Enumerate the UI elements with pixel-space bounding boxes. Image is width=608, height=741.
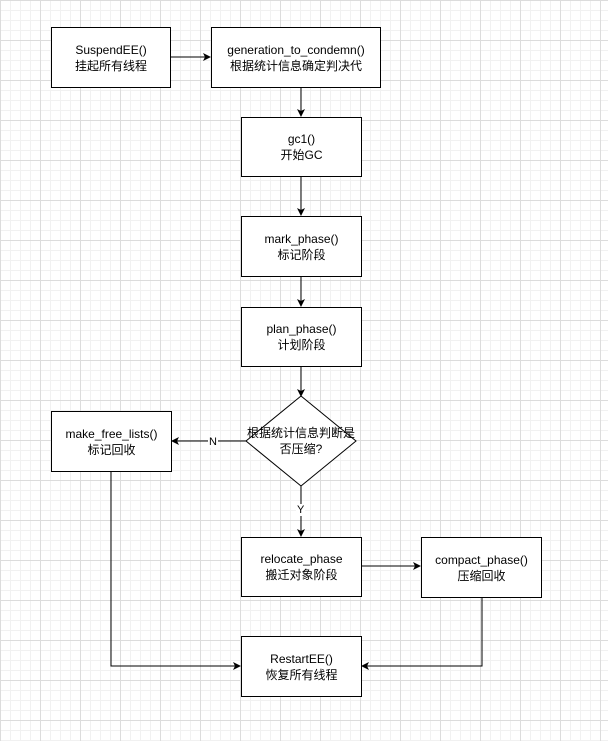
gc1-node: gc1() 开始GC: [241, 117, 362, 177]
plan-phase-description: 计划阶段: [277, 338, 326, 352]
decision-label: 根据统计信息判断是 否压缩?: [236, 420, 366, 462]
restart-ee-function: RestartEE(): [270, 651, 333, 666]
mark-phase-node: mark_phase() 标记阶段: [241, 216, 362, 277]
compact-phase-description: 压缩回收: [457, 568, 506, 583]
gc1-description: 开始GC: [280, 148, 323, 162]
edge-label-no: N: [208, 436, 218, 448]
restart-ee-description: 恢复所有线程: [265, 667, 338, 682]
compact-phase-node: compact_phase() 压缩回收: [421, 537, 542, 598]
plan-phase-function: plan_phase(): [266, 322, 337, 336]
restart-ee-node: RestartEE() 恢复所有线程: [241, 636, 362, 697]
decision-diamond: [245, 395, 357, 487]
suspend-ee-node: SuspendEE() 挂起所有线程: [51, 27, 171, 88]
edge-compact-to-restart: [361, 597, 483, 670]
gc1-function: gc1(): [287, 132, 316, 146]
make-free-lists-node: make_free_lists() 标记回收: [51, 411, 172, 472]
decision-question-line1: 根据统计信息判断是: [246, 426, 355, 440]
generation-to-condemn-function: generation_to_condemn(): [227, 42, 365, 57]
mark-phase-description: 标记阶段: [277, 247, 326, 262]
mark-phase-function: mark_phase(): [264, 231, 339, 246]
edge-freelists-to-restart: [110, 471, 241, 670]
make-free-lists-function: make_free_lists(): [65, 426, 158, 441]
suspend-ee-function: SuspendEE(): [75, 42, 147, 57]
edge-label-yes: Y: [296, 504, 306, 516]
generation-to-condemn-node: generation_to_condemn() 根据统计信息确定判决代: [211, 27, 381, 88]
suspend-ee-description: 挂起所有线程: [74, 58, 147, 73]
relocate-phase-description: 搬迁对象阶段: [265, 568, 338, 582]
compact-phase-function: compact_phase(): [435, 552, 528, 567]
generation-to-condemn-description: 根据统计信息确定判决代: [229, 58, 362, 73]
make-free-lists-description: 标记回收: [87, 442, 136, 457]
decision-question-line2: 否压缩?: [279, 442, 323, 456]
relocate-phase-function: relocate_phase: [260, 552, 343, 566]
relocate-phase-node: relocate_phase 搬迁对象阶段: [241, 537, 362, 597]
plan-phase-node: plan_phase() 计划阶段: [241, 307, 362, 367]
